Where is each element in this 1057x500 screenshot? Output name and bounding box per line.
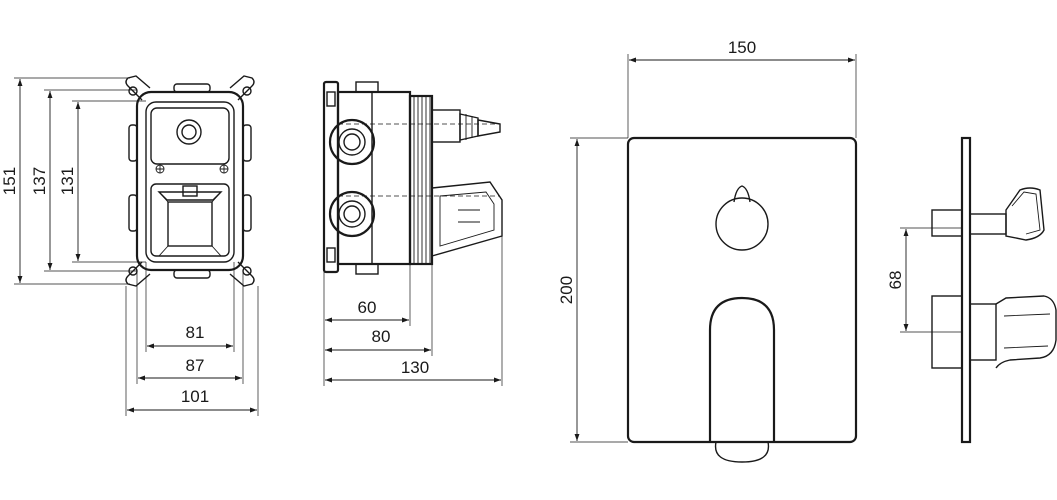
- box-front-view: [125, 75, 255, 287]
- faceplate-side-view: [931, 136, 1057, 444]
- dim-label-80: 80: [372, 327, 391, 346]
- dim-label-130: 130: [401, 358, 429, 377]
- dim-label-87: 87: [186, 356, 205, 375]
- dim-label-101: 101: [181, 387, 209, 406]
- faceplate-dimension-lines: [574, 57, 855, 441]
- box-front-dimension-lines: [17, 79, 257, 413]
- dim-label-151: 151: [0, 167, 19, 195]
- dim-label-81: 81: [186, 323, 205, 342]
- faceplate-extension-lines: [570, 54, 857, 443]
- dim-label-137: 137: [30, 167, 49, 195]
- box-side-view: [322, 80, 503, 275]
- box-front-extension-lines: [14, 77, 259, 416]
- faceplate-front-view: [626, 136, 858, 463]
- dim-label-68: 68: [886, 271, 905, 290]
- dim-label-60: 60: [358, 298, 377, 317]
- dim-label-150: 150: [728, 38, 756, 57]
- dim-label-131: 131: [58, 167, 77, 195]
- box-side-dimension-lines: [325, 317, 501, 383]
- faceplate-side-extension-lines: [900, 227, 962, 333]
- dim-label-200: 200: [557, 276, 576, 304]
- box-side-extension-lines: [323, 236, 503, 386]
